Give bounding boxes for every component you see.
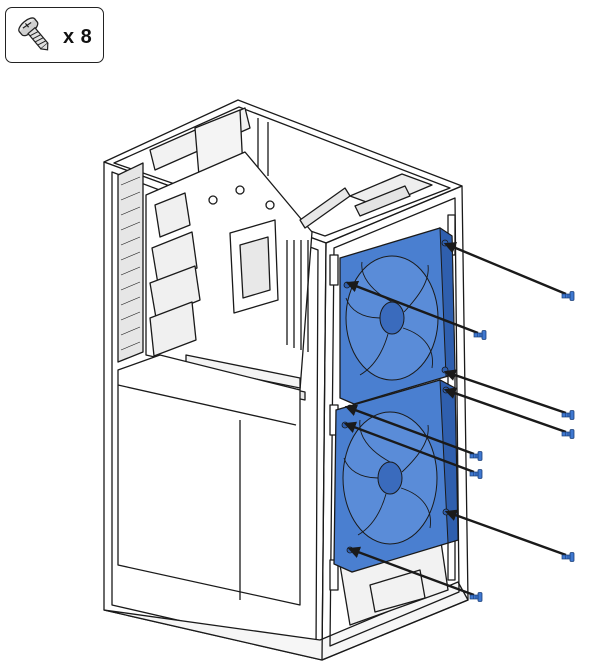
screws <box>469 291 575 602</box>
screw-icon <box>18 17 49 51</box>
arrow-5 <box>344 404 475 456</box>
arrow-8 <box>347 546 475 597</box>
arrow-4 <box>443 387 567 434</box>
arrow-2 <box>345 280 479 335</box>
power-supply <box>117 354 301 606</box>
arrow-6 <box>343 421 475 474</box>
arrow-1 <box>443 242 567 296</box>
screw-quantity-badge: x 8 <box>5 7 104 63</box>
arrow-3 <box>443 369 567 415</box>
screw-quantity-label: x 8 <box>63 26 93 48</box>
fan-bottom <box>333 379 459 573</box>
screw-arrows <box>343 242 567 597</box>
arrow-7 <box>444 509 567 557</box>
